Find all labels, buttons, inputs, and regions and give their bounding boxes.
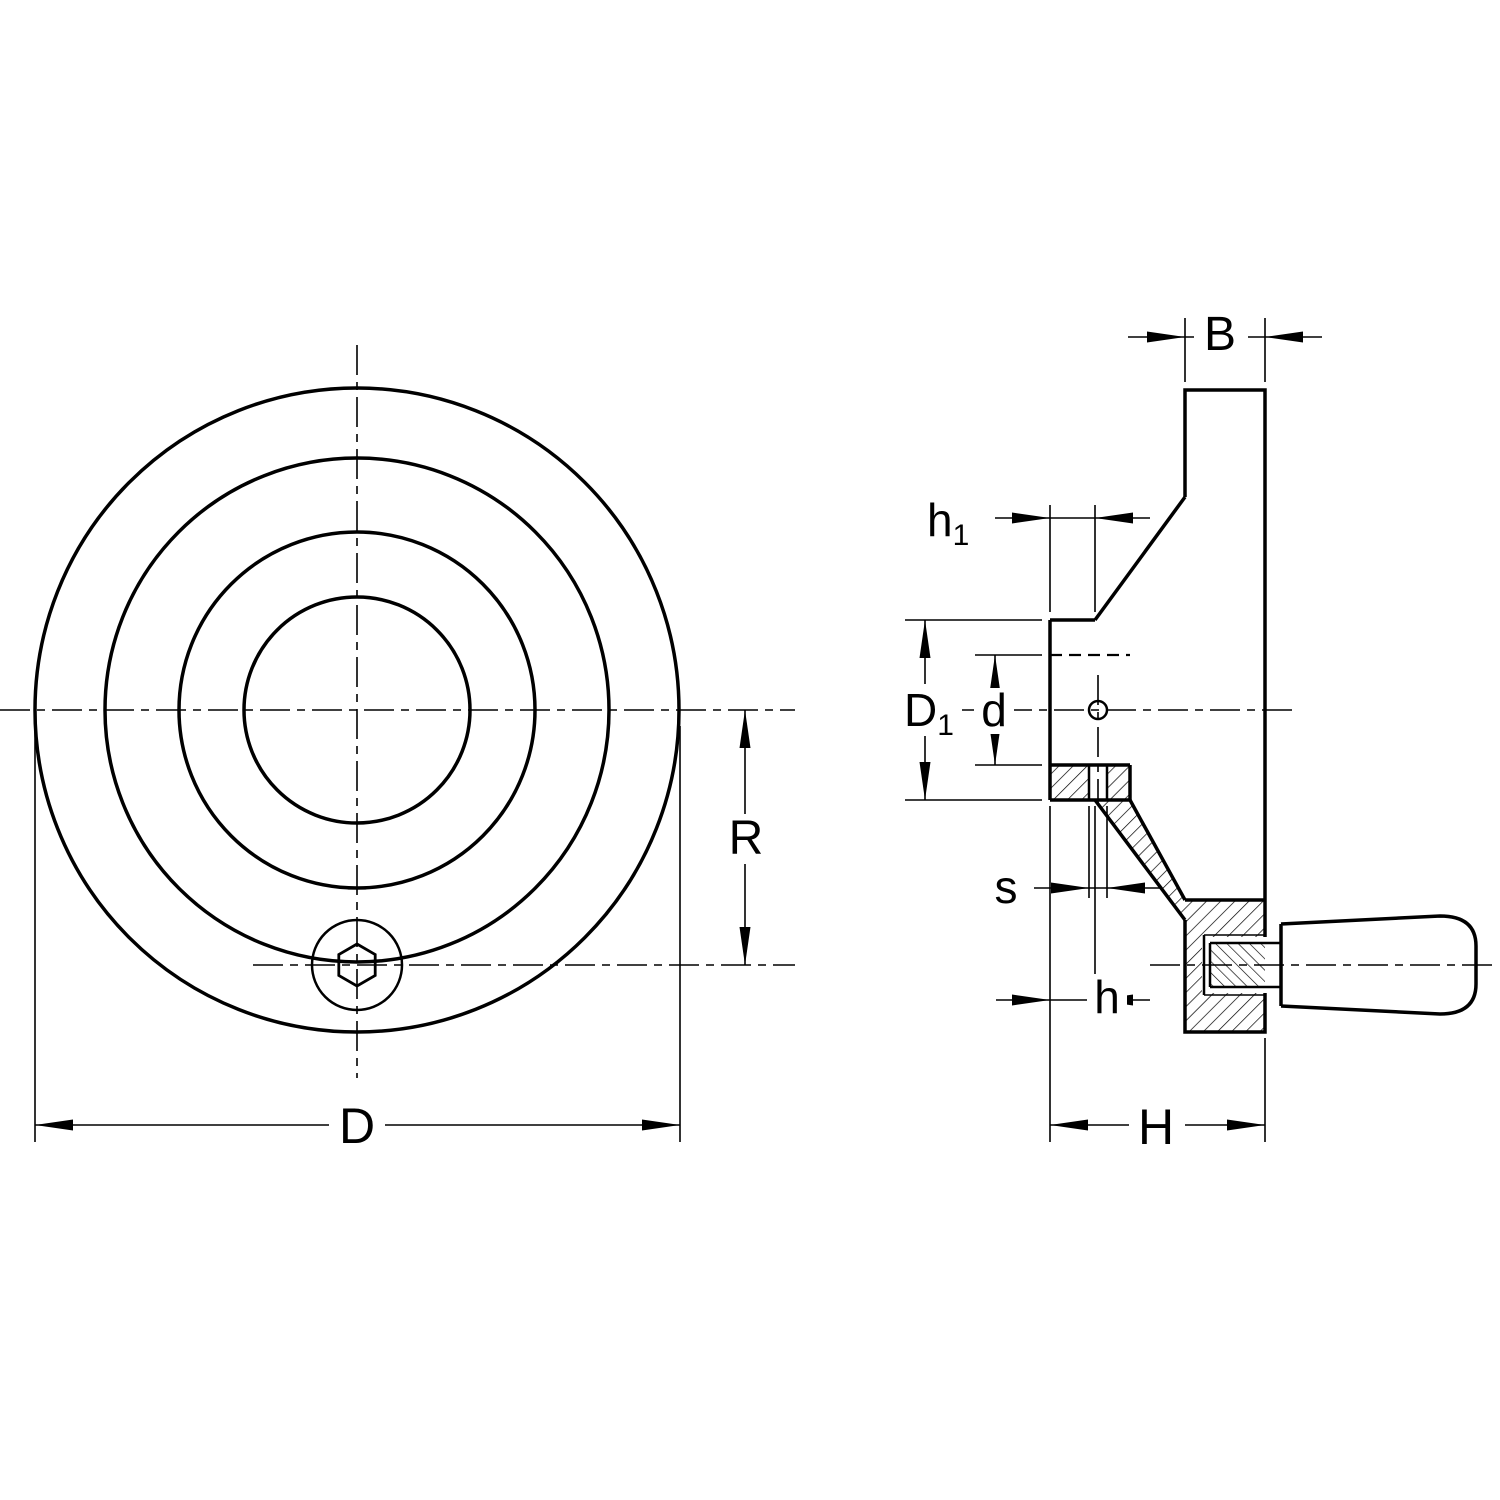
dimension-h1: [995, 505, 1150, 612]
label-text-B: B: [1204, 308, 1236, 361]
label-halo: [1087, 974, 1127, 1020]
label-halo: [329, 1100, 385, 1152]
label-text-h1: h1: [927, 494, 969, 552]
label-text-s: s: [995, 861, 1018, 913]
label-text-h: h: [1094, 971, 1120, 1023]
label-text-R: R: [729, 812, 764, 865]
dimension-label-D1: D1: [898, 684, 962, 742]
web-front-bottom-edge: [1093, 798, 1187, 922]
label-halo: [1129, 1098, 1185, 1152]
side-view: [898, 318, 1496, 1142]
dimension-label-D: D: [329, 1098, 385, 1154]
label-halo: [1194, 306, 1248, 358]
boss-upper-hatch: [1185, 900, 1265, 937]
label-halo: [898, 684, 962, 736]
label-text-D1-sub: 1: [937, 709, 954, 742]
label-text-d: d: [981, 684, 1007, 736]
label-text-H: H: [1138, 1099, 1174, 1155]
label-text-h1-base: h: [927, 494, 953, 546]
dimension-label-s: s: [995, 861, 1018, 913]
dimension-label-h1: h1: [927, 494, 969, 552]
dimension-label-h: h: [1087, 971, 1127, 1023]
web-rear-bottom-edge: [1128, 799, 1187, 901]
side-profile: [1048, 388, 1267, 1034]
rim-outline: [1183, 388, 1267, 1034]
label-text-D1-base: D: [904, 684, 937, 736]
label-text-D1: D1: [904, 684, 954, 742]
side-view-centerlines: [898, 675, 1496, 966]
dimension-B: [1128, 318, 1322, 382]
label-halo: [974, 688, 1014, 734]
dimension-label-H: H: [1129, 1098, 1185, 1155]
label-text-h1-sub: 1: [953, 519, 970, 552]
boss-lower-hatch: [1185, 993, 1265, 1032]
dimension-label-R: R: [724, 812, 770, 865]
label-halo: [724, 814, 770, 864]
front-view-centerlines: [0, 345, 795, 1078]
dimension-label-d: d: [974, 684, 1014, 736]
web-front-top-edge: [1093, 495, 1187, 622]
dimension-labels: D R B h1 D1 d s h H: [329, 306, 1248, 1155]
dimension-s: [1034, 806, 1162, 898]
dimension-label-B: B: [1194, 306, 1248, 361]
label-text-D: D: [339, 1098, 375, 1154]
